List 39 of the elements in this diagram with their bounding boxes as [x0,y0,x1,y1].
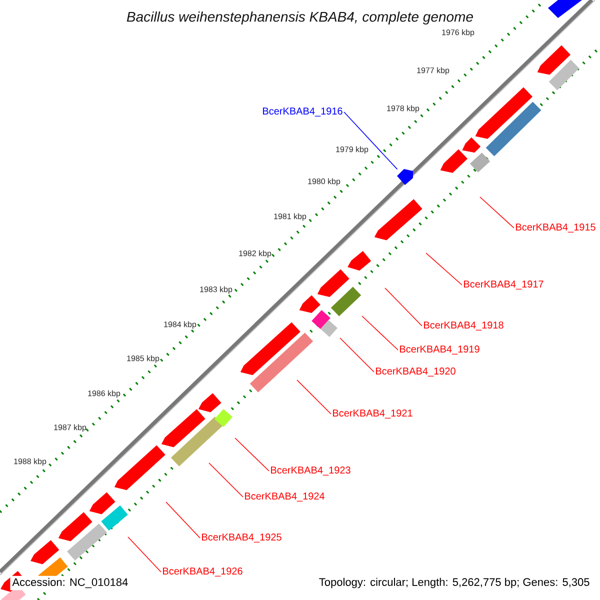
gene-label: BcerKBAB4_1923 [271,466,350,476]
accession-text: Accession: NC_010184 [10,576,130,590]
leader-line [208,462,244,498]
tick-label: 1984 kbp [164,321,196,329]
tick-label: 1979 kbp [336,146,368,154]
leader-line [340,338,374,372]
leader-line [344,112,398,170]
topology-text: Topology: circular; Length: 5,262,775 bp; Genes: 5,305 [316,576,592,590]
gene-label: BcerKBAB4_1918 [424,322,504,330]
gene-label: BcerKBAB4_1916 [263,108,342,116]
gene-label: BcerKBAB4_1921 [333,410,412,418]
leader-line [362,316,398,350]
gene-label: BcerKBAB4_1920 [376,368,456,376]
tick-label: 1986 kbp [88,390,120,398]
leader-line [384,288,422,326]
leader-line [426,252,462,286]
tick-label: 1980 kbp [308,178,340,186]
tick-label: 1987 kbp [54,424,86,432]
tick-label: 1978 kbp [387,105,420,113]
tick-label: 1977 kbp [417,67,450,75]
leader-line [128,536,162,572]
tick-label: 1982 kbp [239,250,272,258]
gene-label: BcerKBAB4_1926 [163,568,242,576]
tick-label: 1985 kbp [127,355,160,363]
leader-line [480,196,514,228]
gene-arrow [397,169,413,185]
gene-label: BcerKBAB4_1925 [202,534,282,542]
tick-label: 1988 kbp [14,458,46,466]
gene-label: BcerKBAB4_1915 [516,224,596,232]
gene-label: BcerKBAB4_1917 [464,280,544,290]
title: Bacillus weihenstephanensis KBAB4, complete genome [126,11,473,25]
leader-line [234,438,270,472]
tick-label: 1981 kbp [274,213,306,221]
tick-label: 1983 kbp [200,286,232,294]
leader-line [166,502,200,538]
leader-line [296,380,332,414]
tick-label: 1976 kbp [442,29,474,37]
gene-label: BcerKBAB4_1924 [245,492,324,502]
gene-label: BcerKBAB4_1919 [400,346,480,354]
